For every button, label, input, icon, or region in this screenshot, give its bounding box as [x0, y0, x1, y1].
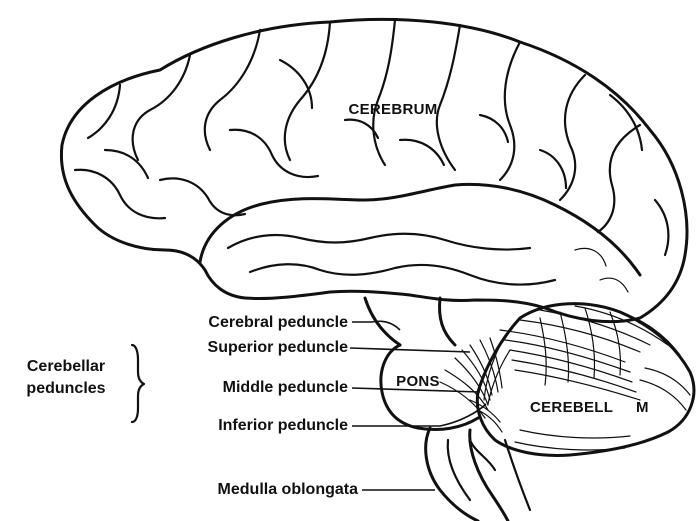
- cerebral-sulcus: [480, 115, 508, 142]
- medulla-inner: [448, 440, 470, 500]
- cerebellum-label-tail: M: [636, 399, 649, 416]
- cerebral-peduncle-label: Cerebral peduncle: [208, 314, 348, 331]
- cerebral-sulcus: [285, 22, 330, 160]
- cerebral-sulcus: [75, 170, 165, 219]
- cerebral-sulcus: [600, 278, 628, 292]
- cerebellar-peduncles-label-line2: peduncles: [26, 380, 105, 397]
- cerebral-sulcus: [230, 130, 318, 177]
- cerebral-sulcus: [540, 150, 566, 188]
- inferior-peduncle-label: Inferior peduncle: [218, 417, 348, 434]
- midbrain-outline: [440, 298, 455, 345]
- temporal-gyrus: [250, 264, 555, 284]
- pons-label: PONS: [396, 373, 440, 390]
- cerebral-sulcus: [280, 60, 312, 108]
- cerebral-sulcus: [88, 85, 120, 138]
- cerebellum-outline: [477, 304, 694, 456]
- cerebrum-drawing: [61, 19, 687, 321]
- leader-lines: [350, 321, 486, 490]
- temporal-lobe-border: [200, 184, 640, 275]
- superior-peduncle-label: Superior peduncle: [208, 339, 349, 356]
- medulla-oblongata-label: Medulla oblongata: [218, 481, 359, 498]
- cerebral-sulcus: [105, 150, 148, 178]
- middle-peduncle-label: Middle peduncle: [223, 379, 348, 396]
- cerebrum-label: CEREBRUM: [348, 101, 437, 118]
- cerebral-sulcus: [655, 200, 668, 255]
- leader-superior-peduncle: [350, 348, 470, 352]
- cerebral-sulcus: [160, 178, 245, 215]
- cerebrum-outline: [61, 19, 687, 321]
- cerebral-sulcus: [400, 140, 444, 165]
- cerebellum-drawing: [440, 304, 694, 456]
- cerebellar-peduncles-label-line1: Cerebellar: [27, 358, 105, 375]
- cerebral-sulcus: [500, 42, 520, 180]
- cerebral-sulcus: [575, 248, 606, 266]
- brainstem-drawing: [365, 298, 530, 521]
- peduncles-brace: [132, 345, 144, 422]
- cerebral-sulcus: [598, 125, 640, 232]
- cerebral-sulcus: [437, 25, 460, 170]
- temporal-gyrus: [228, 234, 530, 250]
- cerebral-sulcus: [560, 75, 585, 200]
- cerebellum-label: CEREBELL: [530, 399, 613, 416]
- cerebral-sulcus: [373, 20, 395, 165]
- cerebellum-folia: [500, 306, 690, 450]
